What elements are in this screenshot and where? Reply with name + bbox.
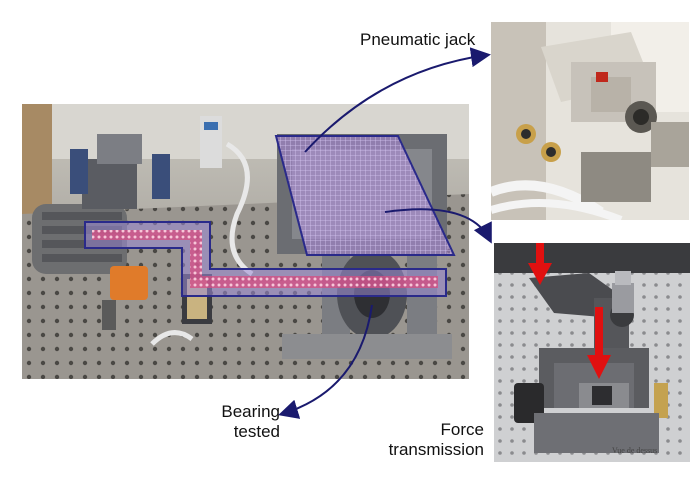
force-transmission-line1: Force bbox=[440, 420, 484, 439]
arrow-to-bearing-label bbox=[278, 304, 373, 419]
force-arrow-shaft-1 bbox=[536, 243, 544, 265]
pneumatic-jack-photo bbox=[491, 22, 689, 220]
arrow-to-jack-photo bbox=[304, 47, 491, 153]
force-transmission-render: Vue de dessus bbox=[494, 243, 690, 462]
pneumatic-jack-label: Pneumatic jack bbox=[360, 30, 476, 49]
shaft-core bbox=[92, 230, 438, 288]
bearing-tested-line2: tested bbox=[233, 422, 280, 441]
force-transmission-line2: transmission bbox=[388, 440, 484, 459]
pneumatic-jack-highlight bbox=[274, 135, 456, 256]
watermark-text: Vue de dessus bbox=[612, 446, 657, 455]
force-arrow-head-2 bbox=[587, 355, 611, 379]
force-arrow-head-1 bbox=[528, 263, 552, 285]
bearing-tested-label: Bearing tested bbox=[200, 402, 280, 442]
force-arrow-shaft-2 bbox=[595, 307, 603, 359]
arrow-to-force-render bbox=[384, 208, 492, 244]
bearing-tested-line1: Bearing bbox=[221, 402, 280, 421]
force-transmission-label: Force transmission bbox=[374, 420, 484, 460]
